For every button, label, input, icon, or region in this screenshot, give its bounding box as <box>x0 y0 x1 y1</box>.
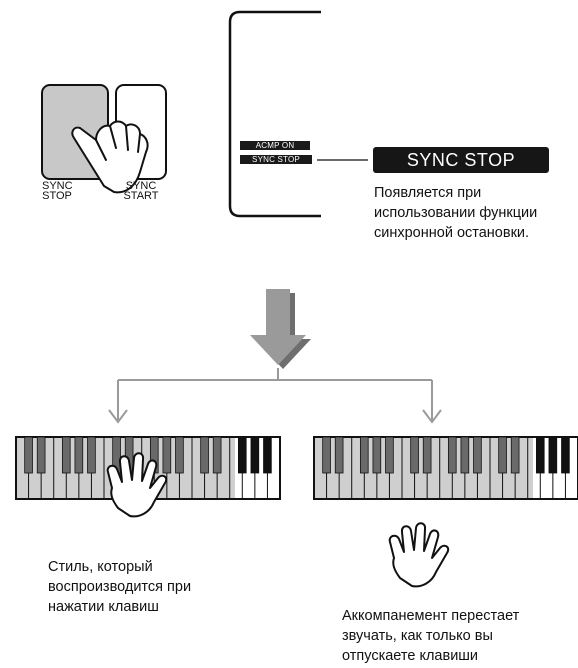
sync-start-label: SYNC START <box>123 180 159 202</box>
display-frame <box>228 10 321 218</box>
black-key <box>548 436 558 474</box>
left-caption: Стиль, который воспроизводится при нажат… <box>48 559 192 615</box>
black-key <box>447 436 457 474</box>
black-key <box>322 436 331 474</box>
black-key <box>510 436 520 474</box>
black-key <box>175 436 184 474</box>
right-caption: Аккомпанемент перестает звучать, как тол… <box>342 608 520 664</box>
black-key <box>561 436 570 474</box>
right-keyboard <box>313 436 578 500</box>
black-key <box>263 436 272 474</box>
black-key <box>385 436 394 474</box>
black-key <box>535 436 545 474</box>
black-key <box>74 436 84 474</box>
branch-connector <box>108 368 442 424</box>
pointing-hand-icon <box>71 120 149 194</box>
acmp-on-indicator: ACMP ON <box>240 141 310 150</box>
black-key <box>498 436 507 474</box>
black-key <box>372 436 382 474</box>
black-key <box>237 436 247 474</box>
down-arrow-icon <box>250 289 311 369</box>
black-key <box>422 436 432 474</box>
black-key <box>212 436 222 474</box>
black-key <box>36 436 46 474</box>
sync-stop-badge: SYNC STOP <box>373 147 549 173</box>
black-key <box>473 436 482 474</box>
black-key <box>460 436 470 474</box>
black-key <box>24 436 33 474</box>
black-key <box>410 436 419 474</box>
black-key <box>359 436 369 474</box>
open-hand-icon <box>106 452 168 518</box>
black-key <box>334 436 344 474</box>
black-key <box>87 436 96 474</box>
sync-stop-indicator: SYNC STOP <box>240 155 312 164</box>
black-key <box>61 436 71 474</box>
sync-stop-label: SYNC STOP <box>42 180 73 202</box>
open-hand-released-icon <box>388 522 450 588</box>
black-key <box>250 436 260 474</box>
black-key <box>162 436 172 474</box>
sync-stop-description: Появляется при использовании функции син… <box>374 185 538 241</box>
black-key <box>200 436 209 474</box>
